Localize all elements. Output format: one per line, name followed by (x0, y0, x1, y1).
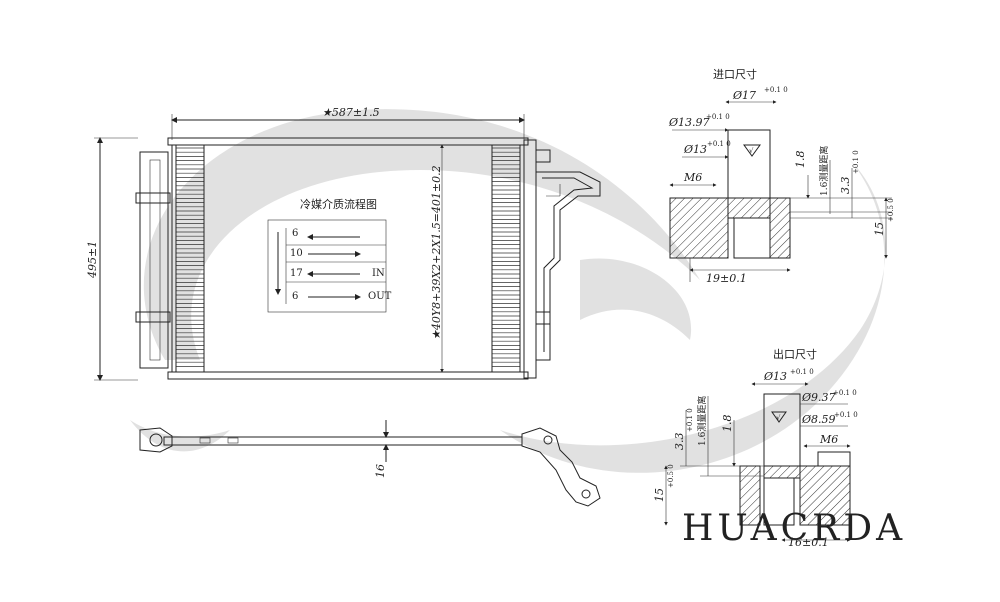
outlet-outer-dim: Ø13 (763, 370, 787, 383)
outlet-seal-tol: +0.1 0 (833, 389, 857, 397)
flow-diagram: 冷媒介质流程图 6 10 17 6 IN OUT (267, 197, 392, 313)
flow-row-3-count: 17 (290, 268, 303, 279)
condenser-front-view (135, 137, 601, 380)
width-dim-label: ★587±1.5 (322, 106, 380, 119)
outlet-outer-tol: +0.1 0 (790, 368, 814, 376)
height-dim-label: 495±1 (86, 241, 99, 279)
fins-left (175, 144, 205, 373)
inlet-seal-note: 1.6测量距离 (818, 146, 830, 196)
inlet-outer-dim: Ø17 (732, 89, 756, 102)
flow-row-1-count: 6 (292, 228, 298, 239)
outlet-thread: M6 (819, 433, 838, 446)
inlet-surface-mark: √ (749, 147, 754, 155)
inlet-detail: 进口尺寸 √ Ø17 +0.1 0 Ø13.97 +0.1 0 Ø13 +0.1… (668, 67, 895, 285)
inlet-15-tol: +0.5 0 (887, 198, 895, 222)
inlet-1-8: 1.8 (794, 151, 807, 169)
inlet-thread: M6 (683, 171, 702, 184)
inlet-outer-tol: +0.1 0 (764, 86, 788, 94)
core-height-label: ★40Y8+39X2+2X1.5=401±0.2 (430, 165, 443, 340)
fins-right (491, 144, 521, 373)
inlet-seal-tol: +0.1 0 (706, 113, 730, 121)
flow-diagram-title: 冷媒介质流程图 (300, 197, 377, 211)
flow-out-label: OUT (368, 291, 392, 302)
inlet-3-3-tol: +0.1 0 (852, 150, 860, 174)
outlet-bore-dim: Ø8.59 (801, 413, 836, 426)
inlet-title: 进口尺寸 (713, 67, 757, 81)
inlet-3-3: 3.3 (839, 177, 852, 195)
width-dimension: ★587±1.5 (171, 106, 525, 140)
inlet-bore-tol: +0.1 0 (707, 140, 731, 148)
flow-row-2-count: 10 (290, 248, 303, 259)
outlet-15-tol: +0.5 0 (667, 464, 675, 488)
brand-watermark: HUACRDA (682, 508, 906, 549)
fin-strip-outline (175, 144, 205, 373)
thickness-dim-label: 16 (374, 464, 387, 478)
outlet-bore-tol: +0.1 0 (834, 411, 858, 419)
fin-strip-outline (491, 144, 521, 373)
flow-row-4-count: 6 (292, 291, 298, 302)
outlet-detail: 出口尺寸 √ Ø13 +0.1 0 Ø9.37 +0.1 0 Ø8.59 +0.… (653, 347, 858, 549)
inlet-15: 15 (873, 222, 886, 236)
condenser-bottom-view: 16 (139, 420, 601, 507)
outlet-seal-dim: Ø9.37 (801, 391, 836, 404)
outlet-15: 15 (653, 488, 666, 502)
flow-in-label: IN (372, 268, 385, 279)
height-dimension: 495±1 (86, 137, 138, 381)
outlet-width: 16±0.1 (788, 536, 829, 549)
inlet-bore-dim: Ø13 (683, 143, 707, 156)
inlet-seal-dim: Ø13.97 (668, 116, 710, 129)
outlet-seal-note: 1.6测量距离 (696, 396, 708, 446)
outlet-1-8: 1.8 (721, 415, 734, 433)
outlet-title: 出口尺寸 (773, 347, 817, 361)
inlet-width: 19±0.1 (706, 272, 747, 285)
outlet-surface-mark: √ (776, 414, 781, 422)
core-height-dimension: ★40Y8+39X2+2X1.5=401±0.2 (430, 144, 444, 373)
outlet-3-3: 3.3 (673, 433, 686, 451)
outlet-3-3-tol: +0.1 0 (686, 408, 694, 432)
